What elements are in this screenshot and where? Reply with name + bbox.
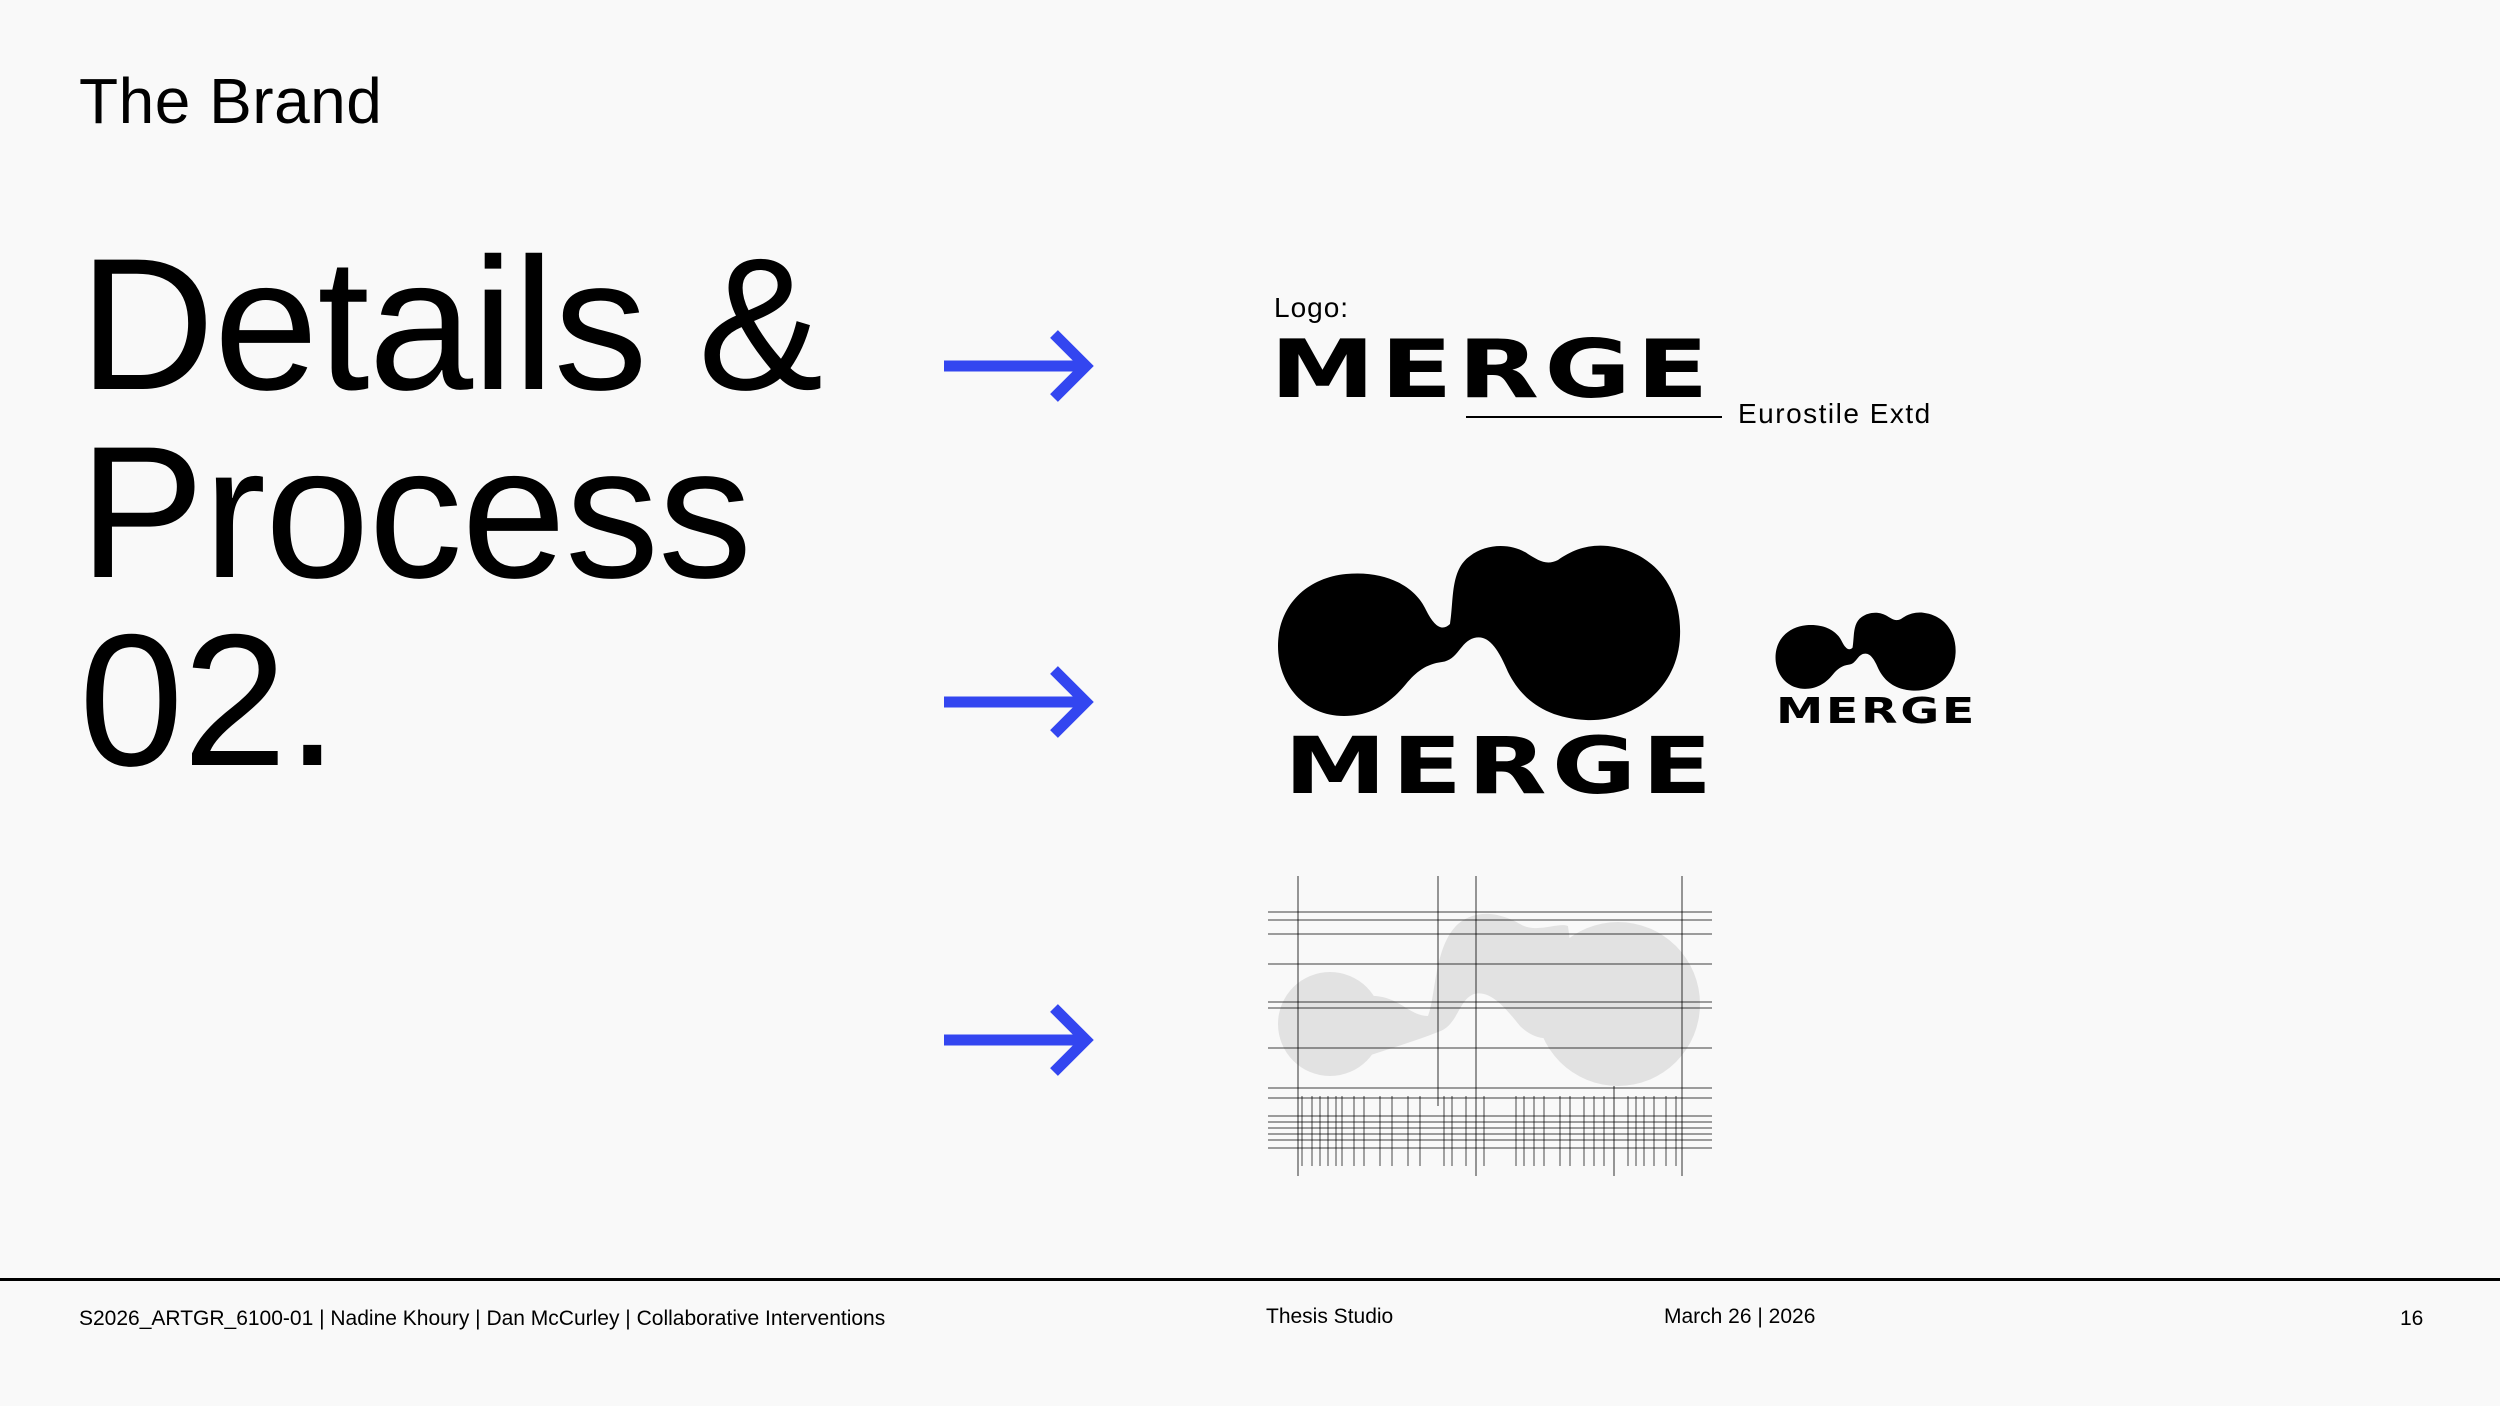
title-line-1: Details &	[79, 219, 823, 429]
construction-grid-icon	[1268, 876, 1712, 1176]
right-arrow-icon	[944, 666, 1094, 738]
font-callout-line	[1466, 416, 1722, 418]
footer-divider	[0, 1278, 2500, 1281]
title-line-3: 02.	[79, 595, 338, 805]
title-line-2: Process	[79, 407, 752, 617]
merge-symbol-small-icon	[1775, 612, 1956, 691]
merge-symbol-icon	[1278, 545, 1681, 721]
logo-caption: Logo:	[1274, 292, 1350, 323]
right-arrow-icon	[944, 330, 1094, 402]
page-number: 16	[2400, 1307, 2424, 1330]
footer-course-info: S2026_ARTGR_6100-01 | Nadine Khoury | Da…	[79, 1307, 886, 1330]
logo-wordmark: MERGE	[1270, 323, 1714, 416]
footer-date: March 26 | 2026	[1664, 1305, 1816, 1328]
page-title: Details & Process 02.	[79, 219, 823, 805]
section-label: The Brand	[79, 65, 383, 137]
footer-studio: Thesis Studio	[1266, 1305, 1394, 1328]
primary-lockup-wordmark: MERGE	[1284, 722, 1718, 812]
compact-lockup-wordmark: MERGE	[1776, 691, 1978, 732]
right-arrow-icon	[944, 1004, 1094, 1076]
font-name-label: Eurostile Extd	[1738, 398, 1932, 429]
